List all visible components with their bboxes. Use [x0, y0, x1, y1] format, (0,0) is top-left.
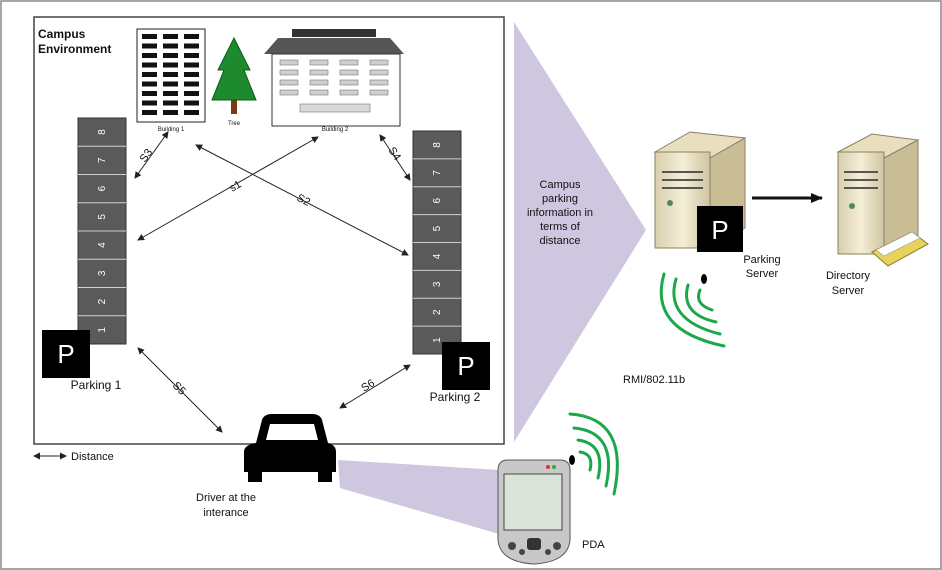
- parking-2-label: Parking 2: [430, 390, 481, 404]
- building-2-label: Building 2: [322, 127, 349, 133]
- distance-label-s1: s1: [228, 178, 244, 194]
- parking1-slot-label: 4: [97, 242, 108, 248]
- info-text-line1: Campus: [540, 179, 581, 191]
- distance-arrow-s6: [339, 364, 411, 409]
- parking2-slot-label: 7: [432, 170, 443, 176]
- legend-distance-label: Distance: [71, 451, 114, 463]
- tree-icon: [211, 36, 257, 114]
- info-text-line2: parking: [542, 193, 578, 205]
- info-funnel: [514, 22, 646, 442]
- parking2-slot-label: 2: [432, 309, 443, 315]
- parking-server-label-line1: Parking: [743, 254, 780, 266]
- distance-label-s2: S2: [295, 192, 312, 209]
- driver-label-line2: interance: [203, 507, 248, 519]
- distance-arrow-s3: [134, 131, 169, 179]
- wireless-signal-server-icon: [659, 272, 726, 348]
- building-1: [136, 28, 206, 123]
- parking-2-lot: 8 7 6 5 4 3 2 1: [412, 130, 462, 355]
- directory-server-label-line2: Server: [832, 285, 865, 297]
- parking1-slot-label: 5: [97, 214, 108, 220]
- wireless-signal-pda-icon: [568, 412, 619, 496]
- parking1-slot-label: 7: [97, 157, 108, 163]
- info-text-line5: distance: [540, 235, 581, 247]
- parking1-slot-label: 3: [97, 270, 108, 276]
- info-text-line3: information in: [527, 207, 593, 219]
- parking2-slot-label: 5: [432, 225, 443, 231]
- parking-1-lot: 8 7 6 5 4 3 2 1: [77, 117, 127, 345]
- parking-1-sign: P: [42, 330, 90, 378]
- info-text-line4: terms of: [540, 221, 581, 233]
- parking2-slot-label: 8: [432, 142, 443, 148]
- svg-text:P: P: [57, 339, 74, 369]
- driver-label-line1: Driver at the: [196, 492, 256, 504]
- distance-arrow-s2: [195, 144, 409, 256]
- parking-server-label-line2: Server: [746, 268, 779, 280]
- distance-arrow-s4: [379, 134, 411, 181]
- parking2-slot-label: 6: [432, 197, 443, 203]
- parking2-slot-label: 3: [432, 281, 443, 287]
- parking-2-sign: P: [442, 342, 490, 390]
- tree-label: Tree: [228, 121, 241, 127]
- parking1-slot-label: 6: [97, 185, 108, 191]
- building-2: [264, 29, 404, 127]
- driver-pda-funnel: [338, 460, 520, 540]
- campus-title-line1: Campus: [38, 27, 86, 41]
- campus-title-line2: Environment: [38, 42, 111, 56]
- directory-server-label-line1: Directory: [826, 270, 871, 282]
- building-1-label: Building 1: [158, 127, 185, 133]
- car-icon: [244, 414, 336, 482]
- parking-1-label: Parking 1: [71, 378, 122, 392]
- directory-server-icon: [836, 133, 929, 267]
- svg-text:P: P: [457, 351, 474, 381]
- svg-text:P: P: [711, 215, 728, 245]
- parking2-slot-label: 4: [432, 253, 443, 259]
- parking1-slot-label: 2: [97, 298, 108, 304]
- pda-icon: [497, 459, 571, 565]
- protocol-label: RMI/802.11b: [623, 374, 685, 386]
- distance-arrow-s5: [137, 347, 223, 433]
- parking2-slot-label: 1: [432, 337, 443, 343]
- parking1-slot-label: 8: [97, 129, 108, 135]
- pda-label: PDA: [582, 539, 605, 551]
- parking-server-p-sign: P: [697, 206, 743, 252]
- parking1-slot-label: 1: [97, 327, 108, 333]
